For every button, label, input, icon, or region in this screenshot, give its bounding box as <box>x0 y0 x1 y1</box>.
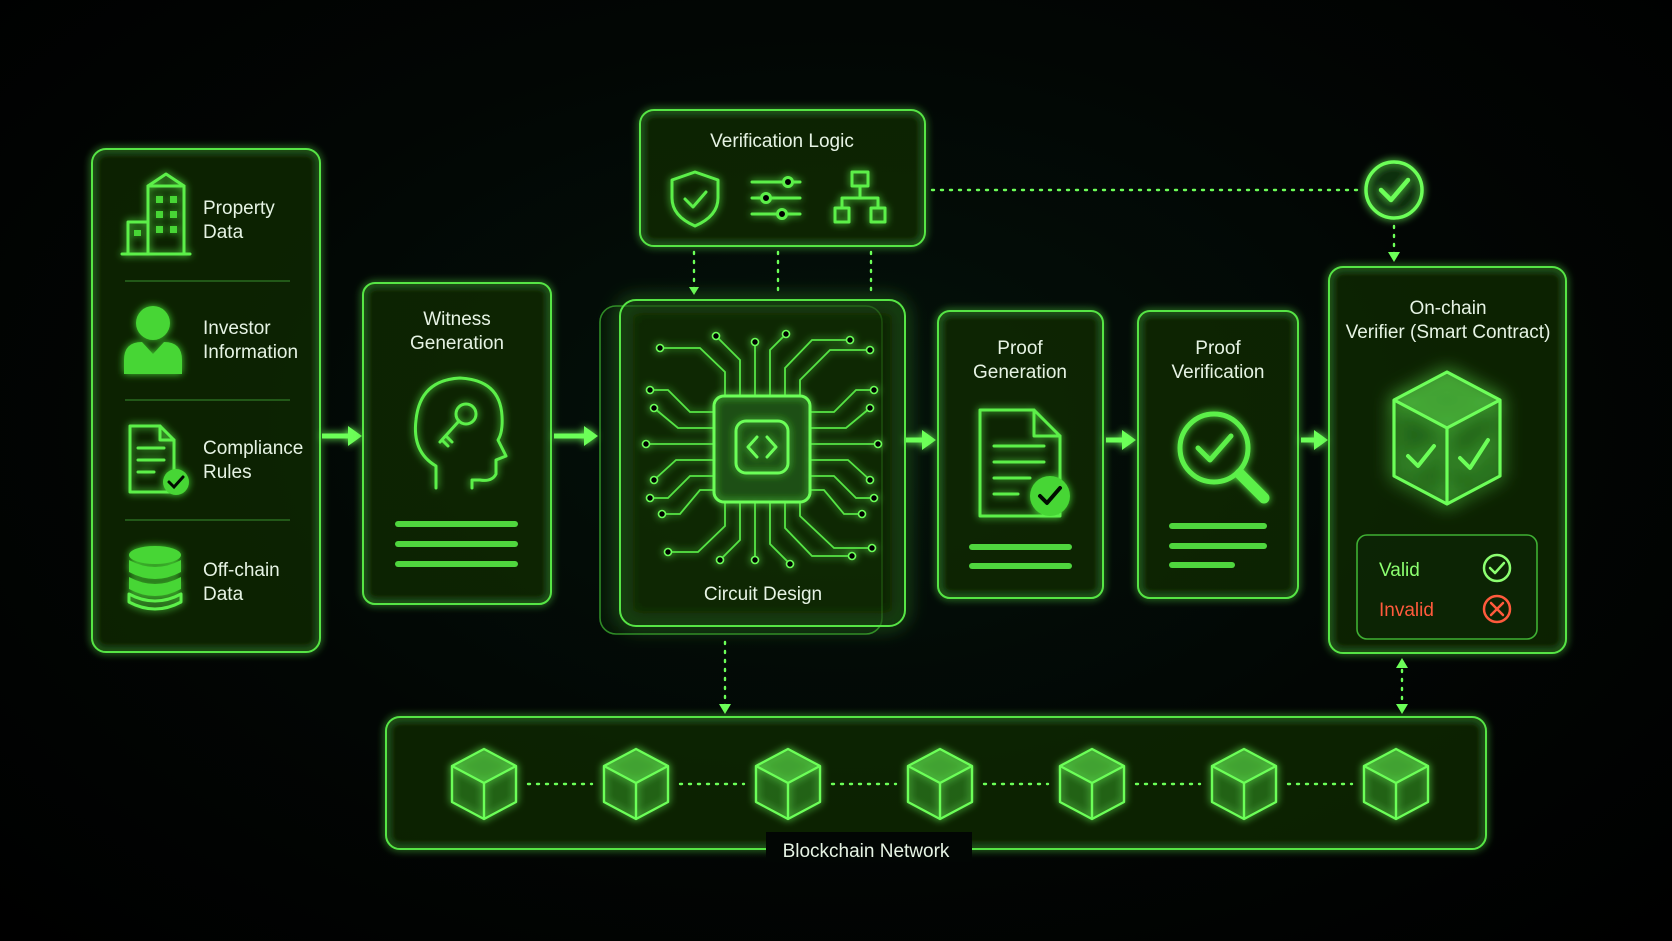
head-key-icon <box>413 376 508 490</box>
check-circle-icon <box>1364 160 1424 220</box>
result-valid-label: Valid <box>1379 560 1420 581</box>
proof-verification-title-line1: Proof <box>1195 338 1241 359</box>
circuit-design-panel: Circuit Design <box>599 299 906 635</box>
result-invalid-label: Invalid <box>1379 600 1434 621</box>
input-label-property-line1: Property <box>203 198 275 219</box>
witness-generation-panel: Witness Generation <box>362 282 552 605</box>
arrow-verification-to-verifier <box>1301 430 1328 450</box>
invalid-x-icon <box>1482 594 1512 624</box>
document-check-icon <box>978 408 1070 518</box>
blockchain-to-verifier-connector <box>1396 658 1408 714</box>
witness-title-line1: Witness <box>423 309 491 330</box>
proof-verification-panel: Proof Verification <box>1137 310 1299 599</box>
building-icon <box>120 172 192 256</box>
inputs-panel: Property Data Investor Information Compl… <box>91 148 321 653</box>
chip-code-icon <box>641 329 883 569</box>
input-label-compliance-line2: Rules <box>203 462 252 483</box>
arrow-witness-to-circuit <box>554 426 598 446</box>
verifier-title-line2: Verifier (Smart Contract) <box>1346 322 1551 343</box>
proof-verification-title-line2: Verification <box>1172 362 1265 383</box>
verification-logic-title: Verification Logic <box>710 131 854 152</box>
logic-to-circuit-connectors <box>689 250 873 295</box>
sliders-icon <box>750 176 802 220</box>
circuit-to-blockchain-connector <box>719 640 731 714</box>
arrow-proof-generation-to-verification <box>1106 430 1136 450</box>
onchain-verifier-panel: On-chain Verifier (Smart Contract) Valid… <box>1328 266 1567 654</box>
hierarchy-icon <box>833 170 887 224</box>
user-icon <box>124 306 182 374</box>
database-icon <box>127 546 183 611</box>
arrow-circuit-to-proof-generation <box>906 430 936 450</box>
input-label-compliance-line1: Compliance <box>203 438 303 459</box>
input-label-investor-line2: Information <box>203 342 298 363</box>
witness-title-line2: Generation <box>410 333 504 354</box>
cube-check-icon <box>1392 370 1502 506</box>
input-label-investor-line1: Investor <box>203 318 271 339</box>
document-check-icon <box>128 424 189 495</box>
shield-check-icon <box>670 170 720 228</box>
blockchain-network-label: Blockchain Network <box>783 841 950 862</box>
input-label-offchain-line1: Off-chain <box>203 560 280 581</box>
arrow-inputs-to-witness <box>322 426 362 446</box>
verification-logic-panel: Verification Logic <box>639 109 926 247</box>
input-label-property-line2: Data <box>203 222 244 243</box>
proof-generation-title-line1: Proof <box>997 338 1043 359</box>
circuit-design-title: Circuit Design <box>704 584 822 605</box>
valid-check-icon <box>1482 553 1512 583</box>
proof-generation-title-line2: Generation <box>973 362 1067 383</box>
input-label-offchain-line2: Data <box>203 584 244 605</box>
verifier-title-line1: On-chain <box>1409 298 1486 319</box>
proof-generation-panel: Proof Generation <box>937 310 1104 599</box>
magnifier-check-icon <box>1177 411 1270 504</box>
blockchain-network-panel: Blockchain Network <box>385 716 1487 862</box>
